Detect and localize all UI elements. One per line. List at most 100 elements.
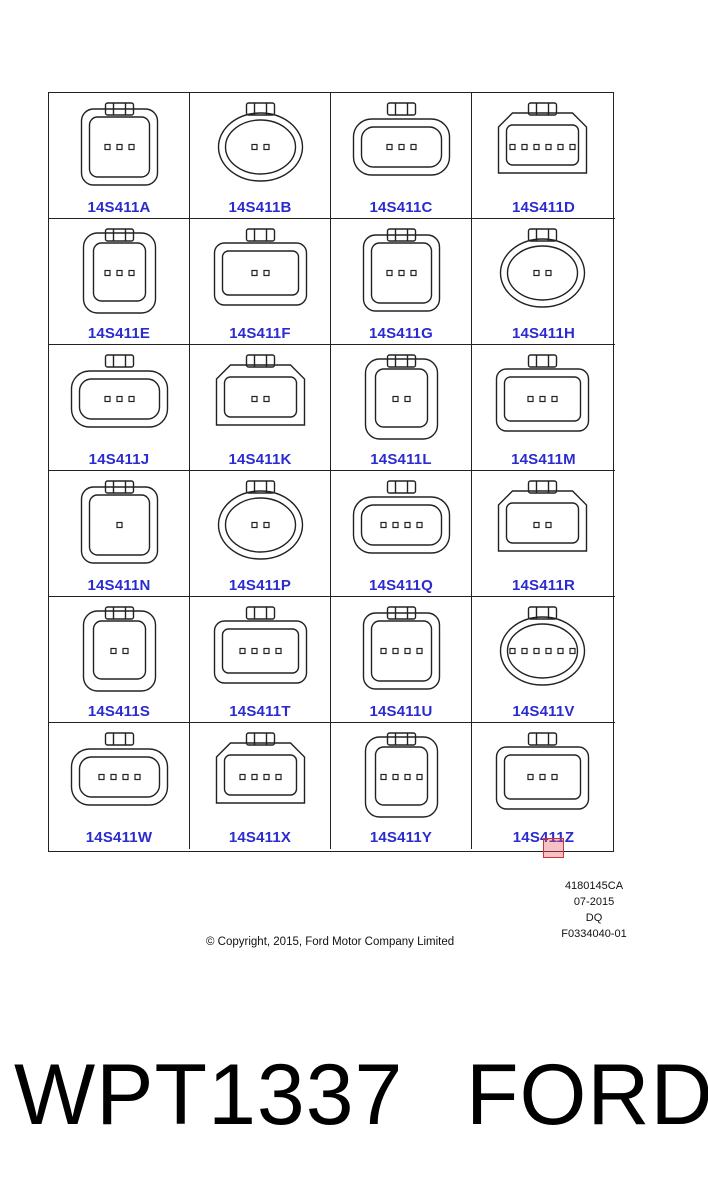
connector-drawing [215,732,306,804]
pin-icon [116,143,123,151]
connector-drawing [80,102,159,186]
pin-icon [128,395,135,403]
connector-drawing [213,228,308,306]
pin-icon [275,773,282,781]
connector-drawing [213,606,308,684]
pin-icon [404,395,411,403]
part-label: 14S411E [87,325,151,342]
part-label: 14S411J [88,451,150,468]
part-label: 14S411T [229,703,291,720]
connector-cell: 14S411Q [331,471,472,597]
pin-icon [380,647,387,655]
pin-icon [416,773,423,781]
pin-icon [263,521,270,529]
pin-icon [386,269,393,277]
connector-cell: 14S411E [49,219,190,345]
pin-icon [122,647,129,655]
part-label: 14S411A [87,199,151,216]
pin-icon [251,647,258,655]
pin-icon [416,521,423,529]
part-label: 14S411K [228,451,292,468]
drawing-ref: F0334040-01 [561,928,627,940]
connector-drawing [499,228,586,308]
pin-icon [539,395,546,403]
pin-icon [386,143,393,151]
pin-icon [263,395,270,403]
connector-drawing [362,606,441,690]
pin-icon [398,143,405,151]
pin-icon [104,143,111,151]
pin-icon [134,773,141,781]
pin-icon [551,395,558,403]
pin-icon [509,647,516,655]
connector-drawing [495,732,590,810]
connector-cell: 14S411M [472,345,615,471]
pin-icon [251,143,258,151]
connector-cell: 14S411B [190,93,331,219]
connector-drawing [499,606,586,686]
part-label: 14S411R [511,577,576,594]
pin-icon [545,143,552,151]
part-label: 14S411V [512,703,575,720]
connector-drawing [217,102,304,182]
pin-icon [104,395,111,403]
pin-icon [128,143,135,151]
pin-icon [404,647,411,655]
pin-icon [239,647,246,655]
connector-drawing [497,102,588,174]
pin-icon [410,143,417,151]
connector-drawing [497,480,588,552]
pin-icon [557,647,564,655]
pin-icon [275,647,282,655]
connector-grid: 14S411A 14S411B 14S411C 14S411D 14S411E 14S41… [48,92,615,852]
pin-icon [404,521,411,529]
part-label: 14S411S [87,703,151,720]
connector-cell: 14S411S [49,597,190,723]
connector-cell: 14S411J [49,345,190,471]
pin-icon [392,395,399,403]
part-label: 14S411P [228,577,292,594]
pin-icon [527,773,534,781]
connector-cell: 14S411H [472,219,615,345]
pin-icon [263,647,270,655]
connector-cell: 14S411D [472,93,615,219]
footer-brand: FORD [466,1047,708,1143]
connector-drawing [82,228,157,314]
pin-icon [263,773,270,781]
pin-icon [110,647,117,655]
pin-icon [380,773,387,781]
connector-drawing [80,480,159,564]
pin-icon [569,143,576,151]
connector-cell: 14S411Z [472,723,615,849]
pin-icon [116,269,123,277]
drawing-date: 07-2015 [573,896,615,908]
pin-icon [263,143,270,151]
part-label: 14S411Q [369,577,433,594]
pin-icon [110,773,117,781]
part-label: 14S411D [511,199,576,216]
part-label: 14S411L [370,451,432,468]
connector-cell: 14S411W [49,723,190,849]
part-label: 14S411F [229,325,291,342]
pin-icon [104,269,111,277]
pin-icon [551,773,558,781]
pin-icon [521,143,528,151]
pin-icon [545,647,552,655]
pin-icon [251,521,258,529]
pin-icon [410,269,417,277]
part-label: 14S411N [87,577,151,594]
pin-icon [533,647,540,655]
connector-drawing [352,102,451,176]
pin-icon [251,269,258,277]
connector-cell: 14S411P [190,471,331,597]
connector-cell: 14S411T [190,597,331,723]
drawing-initials: DQ [585,912,603,924]
part-label: 14S411C [369,199,433,216]
pin-icon [122,773,129,781]
pin-icon [392,647,399,655]
pin-icon [380,521,387,529]
connector-cell: 14S411X [190,723,331,849]
pin-icon [533,521,540,529]
part-label: 14S411M [511,451,576,468]
part-label: 14S411X [228,829,292,846]
